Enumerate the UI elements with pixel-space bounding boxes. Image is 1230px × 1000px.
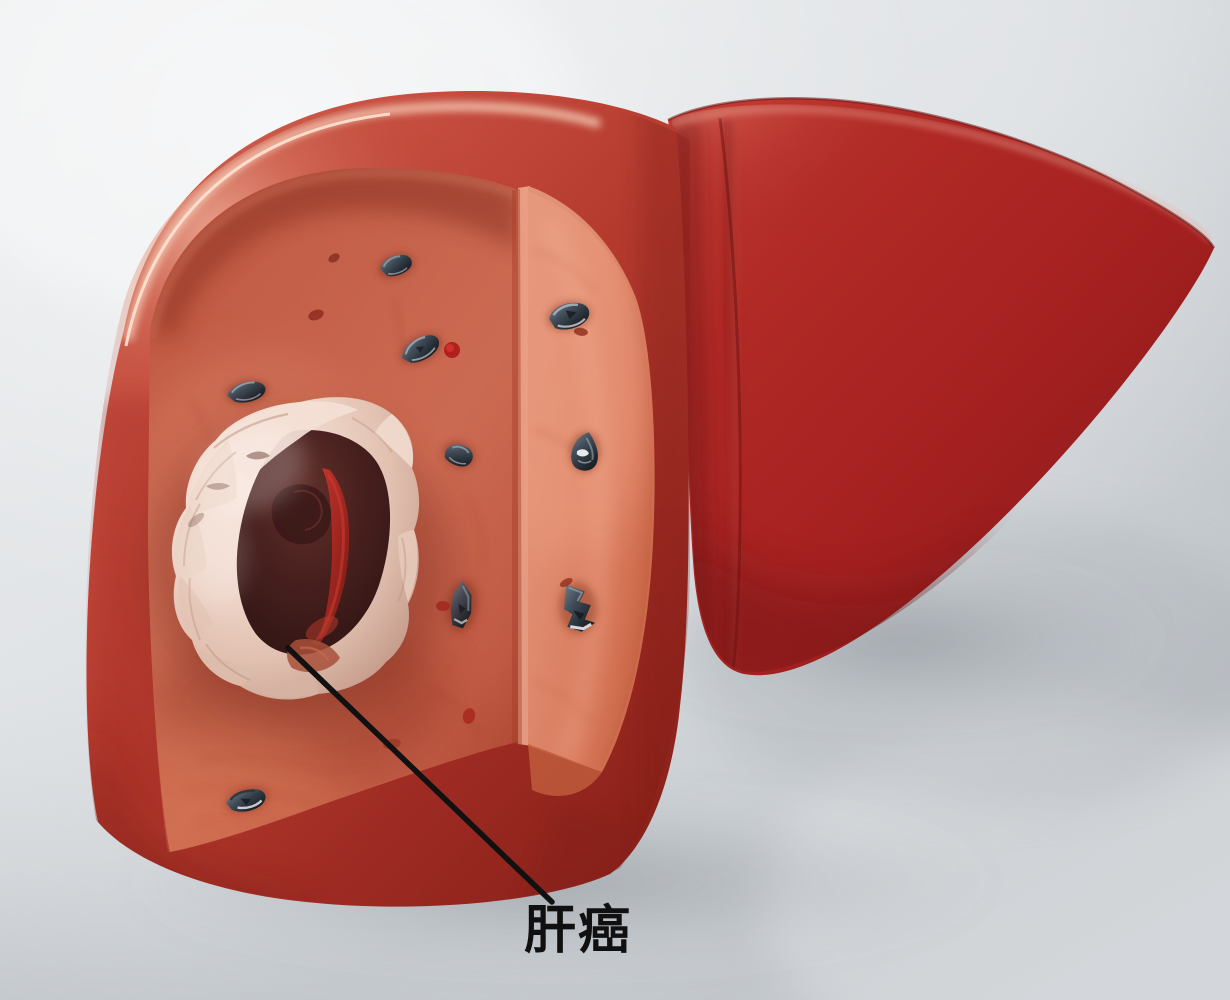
vessel-opening: [378, 254, 414, 278]
vessel-cross-sections: [225, 254, 601, 813]
vessel-opening: [225, 787, 269, 813]
annotation-label-liver-cancer: 肝癌: [524, 901, 633, 961]
hepatic-tumor-mass: [152, 397, 448, 720]
vessel-opening: [558, 577, 598, 634]
leader-line: [285, 645, 555, 905]
vessel-opening: [443, 442, 475, 468]
vessel-opening: [547, 301, 591, 336]
vessel-opening: [446, 580, 478, 632]
vessel-opening: [226, 380, 268, 404]
vessel-opening: [400, 334, 442, 364]
vessel-opening: [569, 432, 601, 472]
